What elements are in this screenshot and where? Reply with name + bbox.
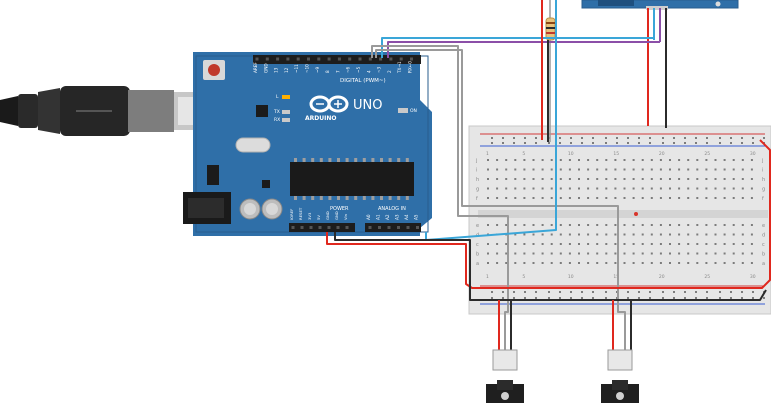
wires [326, 0, 771, 350]
row-letter: h [762, 177, 765, 183]
row-letter: g [762, 187, 765, 193]
pin-label: ~10 [305, 64, 310, 73]
row-letter: c [476, 242, 479, 248]
row-letter: c [762, 242, 765, 248]
col-number: 30 [750, 151, 756, 157]
pin-label: 12 [284, 67, 289, 73]
usb-cable-icon[interactable] [0, 86, 202, 136]
col-number: 1 [486, 274, 489, 280]
wire-gnd-rail[interactable] [334, 232, 767, 301]
row-letter: e [762, 223, 765, 229]
pin-label: ~3 [377, 66, 382, 73]
motor-driver-icon[interactable] [486, 349, 524, 403]
power-pin-label: 5V [316, 215, 321, 220]
col-number: 5 [522, 274, 525, 280]
col-number: 15 [613, 274, 619, 280]
atmega-chip [290, 162, 414, 196]
digital-header[interactable] [253, 55, 421, 64]
led-label: L [276, 94, 279, 100]
center-channel [478, 210, 768, 218]
digital-header-label: DIGITAL (PWM~) [340, 78, 386, 84]
row-letter: j [761, 158, 763, 164]
resistor-icon[interactable] [545, 0, 556, 142]
col-number: 30 [750, 274, 756, 280]
motor-driver-icon-2[interactable] [601, 349, 639, 403]
col-number: 10 [568, 274, 574, 280]
rx-label: RX [274, 117, 280, 123]
row-letter: h [476, 177, 479, 183]
pin-label: 2 [387, 70, 392, 73]
wire-sensor-to-pin[interactable] [425, 0, 557, 241]
pin-label: 13 [274, 67, 279, 73]
wire-echo[interactable] [387, 41, 660, 58]
power-header[interactable] [289, 223, 355, 232]
wire-motor2-signal[interactable] [375, 49, 626, 350]
row-letter: i [762, 168, 763, 174]
row-letter: a [476, 261, 479, 267]
col-number: 25 [704, 151, 710, 157]
col-number: 25 [704, 274, 710, 280]
row-letter: i [476, 168, 477, 174]
analog-pin-label: A3 [395, 214, 400, 220]
ultrasonic-sensor-icon[interactable] [581, 0, 739, 128]
wire-5v-rail[interactable] [326, 139, 771, 289]
power-pin-label: GND [334, 211, 339, 220]
pin-label: AREF [253, 62, 258, 73]
row-letter: b [762, 252, 765, 258]
analog-pin-label: A4 [404, 214, 409, 220]
pin-label: 8 [325, 70, 330, 73]
pin-label: TX→1 [397, 61, 402, 74]
pin-label: 4 [366, 70, 371, 73]
board-brand: ARDUINO [305, 115, 336, 122]
col-number: 1 [486, 151, 489, 157]
pin-label: ~9 [315, 66, 320, 73]
col-number: 20 [659, 151, 665, 157]
pin-label: ~5 [356, 66, 361, 73]
pin-label: 7 [335, 70, 340, 73]
analog-pin-label: A5 [414, 214, 419, 220]
row-letter: b [476, 252, 479, 258]
crystal [235, 137, 271, 153]
arduino-board[interactable]: AREF GND 13 12 ~11 ~10 ~9 8 7 ~6 ~5 4 ~3 2 TX→1 RX←0 DI… [183, 52, 432, 236]
row-letter: f [762, 196, 764, 202]
power-pin-label: GND [325, 211, 330, 220]
power-pin-label: 3V3 [307, 212, 312, 220]
pin-label: ~11 [294, 64, 299, 73]
board-model: UNO [353, 98, 382, 113]
pin-label: RX←0 [408, 61, 413, 73]
analog-pin-label: A0 [366, 214, 371, 220]
pin-label: GND [263, 63, 268, 73]
row-letter: f [476, 196, 478, 202]
power-pin-label: RESET [298, 207, 303, 220]
wire-motor1-signal[interactable] [371, 45, 509, 350]
wire-trig[interactable] [381, 37, 655, 58]
row-letter: g [476, 187, 479, 193]
col-number: 5 [522, 151, 525, 157]
col-number: 10 [568, 151, 574, 157]
analog-pin-label: A2 [385, 214, 390, 220]
analog-header-label: ANALOG IN [378, 206, 406, 212]
row-letter: a [762, 261, 765, 267]
power-pin-label: IOREF [289, 209, 294, 220]
on-label: ON [410, 108, 417, 114]
analog-header[interactable] [365, 223, 421, 232]
tx-label: TX [273, 109, 280, 115]
power-pin-label: Vin [343, 213, 348, 220]
analog-pin-label: A1 [376, 214, 381, 220]
row-letter: j [475, 158, 477, 164]
col-number: 15 [613, 151, 619, 157]
row-letter: d [762, 233, 765, 239]
col-number: 20 [659, 274, 665, 280]
power-header-label: POWER [330, 206, 349, 212]
row-letter: e [476, 223, 479, 229]
pin-label: ~6 [346, 66, 351, 73]
arduino-logo [309, 95, 349, 113]
